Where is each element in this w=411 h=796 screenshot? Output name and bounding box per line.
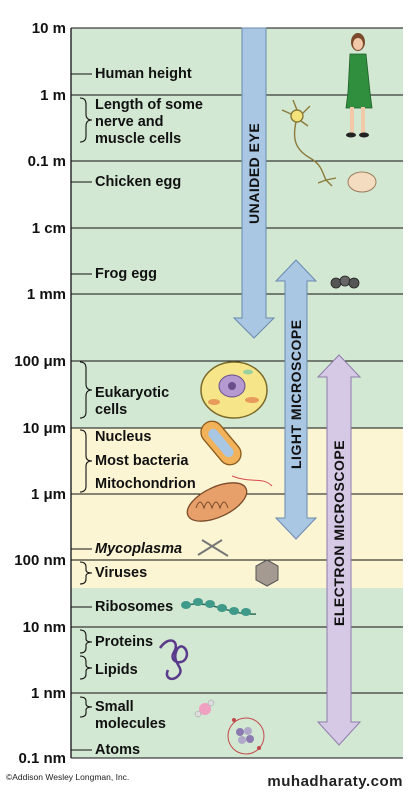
item-human-height: Human height	[95, 66, 192, 82]
human-figure	[345, 33, 373, 138]
copyright-text: ©Addison Wesley Longman, Inc.	[6, 772, 130, 782]
item-small-line2: molecules	[95, 716, 166, 732]
item-mycoplasma: Mycoplasma	[95, 541, 183, 557]
scale-label-1m: 1 m	[40, 87, 66, 104]
nerve-cell	[281, 99, 337, 187]
scale-label-10nm: 10 nm	[22, 619, 66, 636]
scale-label-1mm: 1 mm	[26, 286, 66, 303]
scale-label-0-1nm: 0.1 nm	[18, 750, 66, 767]
item-nerve-line3: muscle cells	[95, 131, 182, 147]
label-unaided-eye: UNAIDED EYE	[246, 122, 262, 224]
protein-shape	[158, 639, 189, 681]
item-nerve-line2: nerve and	[95, 114, 164, 130]
item-mitochondrion: Mitochondrion	[95, 476, 196, 492]
item-atoms: Atoms	[95, 742, 141, 758]
scale-label-0-1m: 0.1 m	[27, 153, 66, 170]
site-watermark: muhadharaty.com	[267, 773, 403, 790]
frog-eggs	[330, 275, 360, 289]
atom	[227, 717, 265, 755]
scale-label-1cm: 1 cm	[31, 220, 66, 237]
mycoplasma-shape	[197, 539, 229, 557]
chicken-egg	[347, 171, 377, 193]
eukaryotic-cell	[200, 361, 268, 419]
item-viruses: Viruses	[95, 565, 148, 581]
electron-microscope-arrow	[316, 354, 362, 746]
scale-label-10m: 10 m	[31, 20, 66, 37]
braces	[79, 97, 93, 718]
item-eukaryotic-line1: Eukaryotic	[95, 385, 170, 401]
item-eukaryotic-line2: cells	[95, 402, 128, 418]
item-lipids: Lipids	[95, 662, 138, 678]
virus-shape	[255, 559, 279, 587]
small-molecule	[194, 699, 215, 718]
item-proteins: Proteins	[95, 634, 154, 650]
ribosome-chain	[181, 598, 257, 616]
scale-label-100um: 100 μm	[14, 353, 66, 370]
light-microscope-arrow	[274, 259, 318, 540]
item-nucleus: Nucleus	[95, 429, 152, 445]
label-light-microscope: LIGHT MICROSCOPE	[288, 319, 304, 469]
item-ticks	[71, 73, 92, 751]
item-small-line1: Small	[95, 699, 134, 715]
label-electron-microscope: ELECTRON MICROSCOPE	[331, 439, 347, 626]
item-nerve-line1: Length of some	[95, 97, 203, 113]
scale-label-10um: 10 μm	[22, 420, 66, 437]
scale-label-1um: 1 μm	[30, 486, 66, 503]
bacterium	[200, 420, 273, 487]
mitochondrion	[186, 482, 248, 522]
scale-label-100nm: 100 nm	[14, 552, 66, 569]
unaided-eye-arrow	[232, 27, 276, 339]
item-frog-egg: Frog egg	[95, 266, 158, 282]
scale-label-1nm: 1 nm	[30, 685, 66, 702]
item-ribosomes: Ribosomes	[95, 599, 174, 615]
item-most-bacteria: Most bacteria	[95, 453, 189, 469]
item-chicken-egg: Chicken egg	[95, 174, 182, 190]
